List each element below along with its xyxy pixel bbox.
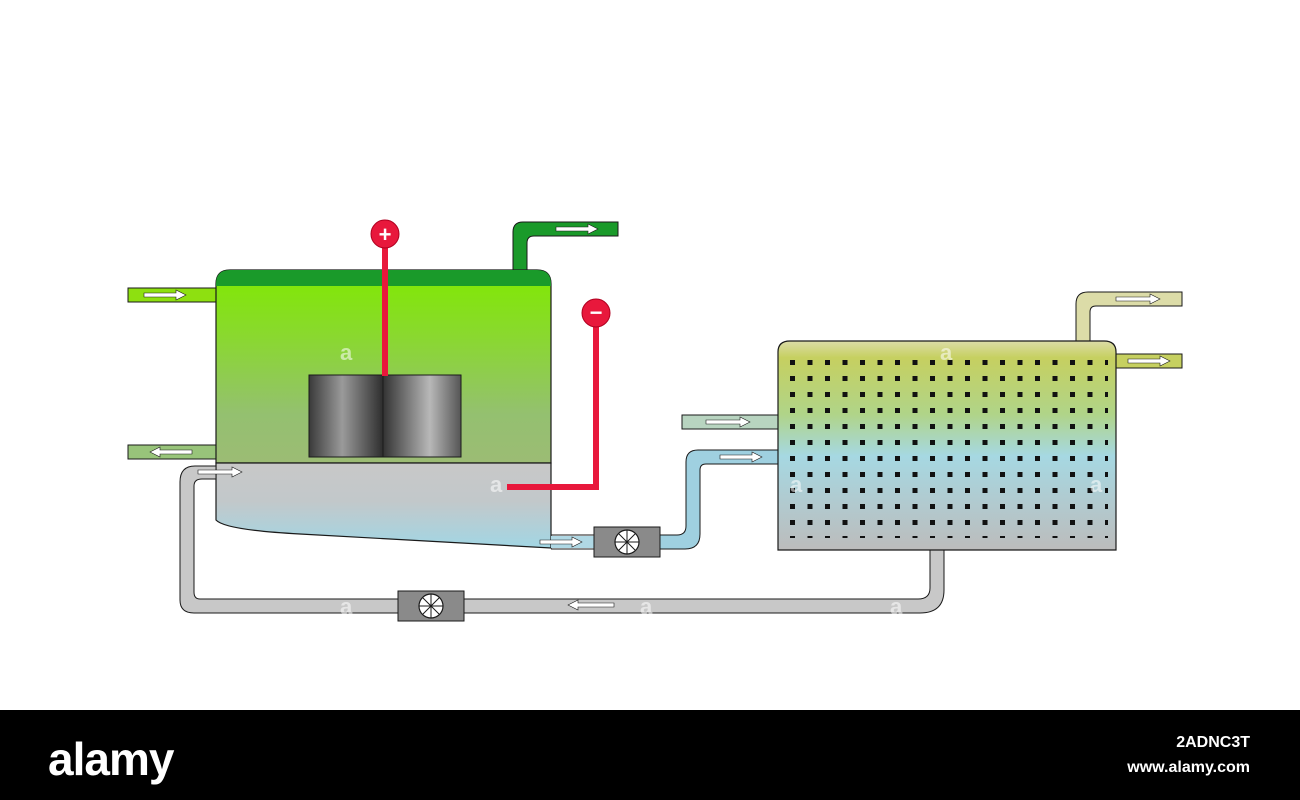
watermark-mark: a xyxy=(790,472,803,497)
watermark-mark: a xyxy=(340,340,353,365)
arrow-right-icon xyxy=(539,536,583,548)
watermark-mark: a xyxy=(940,340,953,365)
negative-symbol: − xyxy=(590,300,603,325)
pump-1 xyxy=(593,526,661,558)
brand-logo: alamy xyxy=(48,733,174,785)
arrow-left-icon xyxy=(567,599,615,611)
positive-terminal-icon xyxy=(370,219,400,249)
pump-2 xyxy=(397,590,465,622)
site-url: www.alamy.com xyxy=(1127,759,1250,776)
watermark-mark: a xyxy=(890,594,903,619)
gas-outlet-pipe xyxy=(512,221,619,275)
watermark-mark: a xyxy=(640,594,653,619)
watermark-mark: a xyxy=(340,594,353,619)
arrow-right-icon xyxy=(1127,355,1171,367)
positive-wire xyxy=(382,246,388,376)
anode-plate xyxy=(308,374,384,458)
exchanger-perforation-grid xyxy=(786,357,1108,538)
arrow-right-icon xyxy=(1115,293,1161,305)
fan-pump-icon xyxy=(614,529,640,555)
arrow-right-icon xyxy=(555,223,599,235)
watermark-mark: a xyxy=(1090,472,1103,497)
fan-pump-icon xyxy=(418,593,444,619)
tank-bottom-zone xyxy=(215,462,552,549)
arrow-right-icon xyxy=(719,451,763,463)
electrolysis-process-diagram: + − xyxy=(127,219,1183,622)
cathode-plate xyxy=(382,374,462,458)
negative-terminal-icon xyxy=(581,298,611,328)
image-id: 2ADNC3T xyxy=(1176,734,1250,751)
exchanger-outlet-upper xyxy=(1075,291,1183,347)
arrow-right-icon xyxy=(143,289,187,301)
arrow-right-icon xyxy=(197,466,243,478)
watermark-mark: a xyxy=(490,472,503,497)
arrow-left-icon xyxy=(149,446,193,458)
positive-symbol: + xyxy=(379,222,392,247)
watermark-footer: alamy 2ADNC3T www.alamy.com xyxy=(0,710,1300,800)
arrow-right-icon xyxy=(705,416,751,428)
exchanger-feed-pipe xyxy=(659,449,779,550)
flow-arrows xyxy=(143,223,1171,611)
